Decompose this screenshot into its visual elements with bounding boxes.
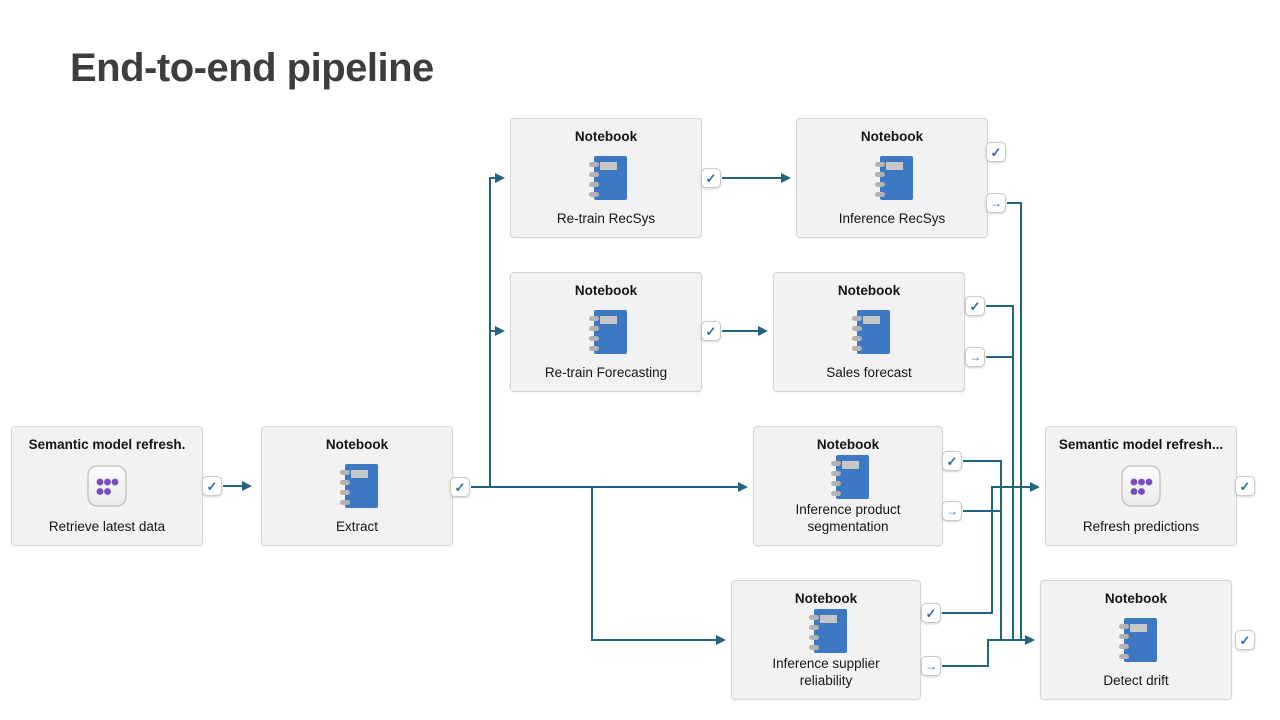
edge-inference-recsys-to-detect <box>1007 202 1022 640</box>
node-type-label: Notebook <box>574 283 638 298</box>
on-completion-badge-sales-forecast[interactable]: → <box>965 347 985 367</box>
node-type-label: Notebook <box>860 129 924 144</box>
node-inference-recsys[interactable]: Notebook Inference RecSys <box>796 118 988 238</box>
on-success-badge-retrain-forecasting[interactable]: ✓ <box>701 321 721 341</box>
node-name-label: Refresh predictions <box>1082 519 1200 534</box>
check-icon: ✓ <box>990 144 1002 160</box>
edge-extract-to-supplier <box>591 487 726 645</box>
check-icon: ✓ <box>1239 632 1251 648</box>
check-icon: ✓ <box>206 478 218 494</box>
node-retrain-forecasting[interactable]: Notebook Re-train Forecasting <box>510 272 702 392</box>
notebook-icon <box>845 308 893 356</box>
node-retrieve-latest-data[interactable]: Semantic model refresh. Retrieve latest … <box>11 426 203 546</box>
node-name-label: Re-train Forecasting <box>544 365 668 380</box>
node-type-label: Notebook <box>816 437 880 452</box>
arrow-right-icon: → <box>969 350 981 364</box>
node-type-label: Semantic model refresh. <box>28 437 186 452</box>
node-sales-forecast[interactable]: Notebook Sales forecast <box>773 272 965 392</box>
notebook-icon <box>333 462 381 510</box>
on-completion-badge-supplier-reliability[interactable]: → <box>921 656 941 676</box>
notebook-icon <box>582 308 630 356</box>
node-name-label: Inference product segmentation <box>795 502 901 534</box>
page-title: End-to-end pipeline <box>70 46 434 90</box>
on-success-badge-extract[interactable]: ✓ <box>450 477 470 497</box>
on-success-badge-detect-drift[interactable]: ✓ <box>1235 630 1255 650</box>
node-refresh-predictions[interactable]: Semantic model refresh... Refresh predic… <box>1045 426 1237 546</box>
node-type-label: Semantic model refresh... <box>1058 437 1224 452</box>
node-inference-product-segmentation[interactable]: Notebook Inference product segmentation <box>753 426 943 546</box>
edge-product-seg-check-to-detect <box>963 460 1002 640</box>
node-detect-drift[interactable]: Notebook Detect drift <box>1040 580 1232 700</box>
node-name-label: Inference RecSys <box>838 211 946 226</box>
on-completion-badge-inference-recsys[interactable]: → <box>986 193 1006 213</box>
notebook-icon <box>802 607 850 655</box>
on-success-badge-inference-recsys[interactable]: ✓ <box>986 142 1006 162</box>
node-type-label: Notebook <box>574 129 638 144</box>
arrow-right-icon: → <box>925 659 937 673</box>
notebook-icon <box>1112 616 1160 664</box>
semantic-model-icon <box>1117 462 1165 510</box>
notebook-icon <box>824 453 872 501</box>
node-name-label: Detect drift <box>1103 673 1169 688</box>
node-name-label: Inference supplier reliability <box>772 656 880 688</box>
node-retrain-recsys[interactable]: Notebook Re-train RecSys <box>510 118 702 238</box>
node-type-label: Notebook <box>837 283 901 298</box>
check-icon: ✓ <box>969 298 981 314</box>
on-success-badge-refresh-predictions[interactable]: ✓ <box>1235 476 1255 496</box>
node-name-label: Re-train RecSys <box>556 211 656 226</box>
check-icon: ✓ <box>454 479 466 495</box>
node-type-label: Notebook <box>794 591 858 606</box>
notebook-icon <box>582 154 630 202</box>
node-name-label: Extract <box>335 519 378 534</box>
arrow-right-icon: → <box>946 504 958 518</box>
on-success-badge-retrieve[interactable]: ✓ <box>202 476 222 496</box>
edge-supplier-arrow-to-detect <box>942 635 1035 667</box>
check-icon: ✓ <box>705 170 717 186</box>
on-success-badge-sales-forecast[interactable]: ✓ <box>965 296 985 316</box>
edge-sales-check-to-detect <box>986 305 1014 640</box>
check-icon: ✓ <box>946 453 958 469</box>
on-success-badge-supplier-reliability[interactable]: ✓ <box>921 603 941 623</box>
on-completion-badge-product-segmentation[interactable]: → <box>942 501 962 521</box>
check-icon: ✓ <box>925 605 937 621</box>
node-name-label: Retrieve latest data <box>48 519 166 534</box>
node-extract[interactable]: Notebook Extract <box>261 426 453 546</box>
on-success-badge-retrain-recsys[interactable]: ✓ <box>701 168 721 188</box>
node-inference-supplier-reliability[interactable]: Notebook Inference supplier reliability <box>731 580 921 700</box>
arrow-right-icon: → <box>990 196 1002 210</box>
node-type-label: Notebook <box>325 437 389 452</box>
notebook-icon <box>868 154 916 202</box>
edge-extract-to-retrain-recsys <box>489 173 505 487</box>
check-icon: ✓ <box>1239 478 1251 494</box>
node-name-label: Sales forecast <box>826 365 912 380</box>
node-type-label: Notebook <box>1104 591 1168 606</box>
check-icon: ✓ <box>705 323 717 339</box>
on-success-badge-product-segmentation[interactable]: ✓ <box>942 451 962 471</box>
semantic-model-icon <box>83 462 131 510</box>
